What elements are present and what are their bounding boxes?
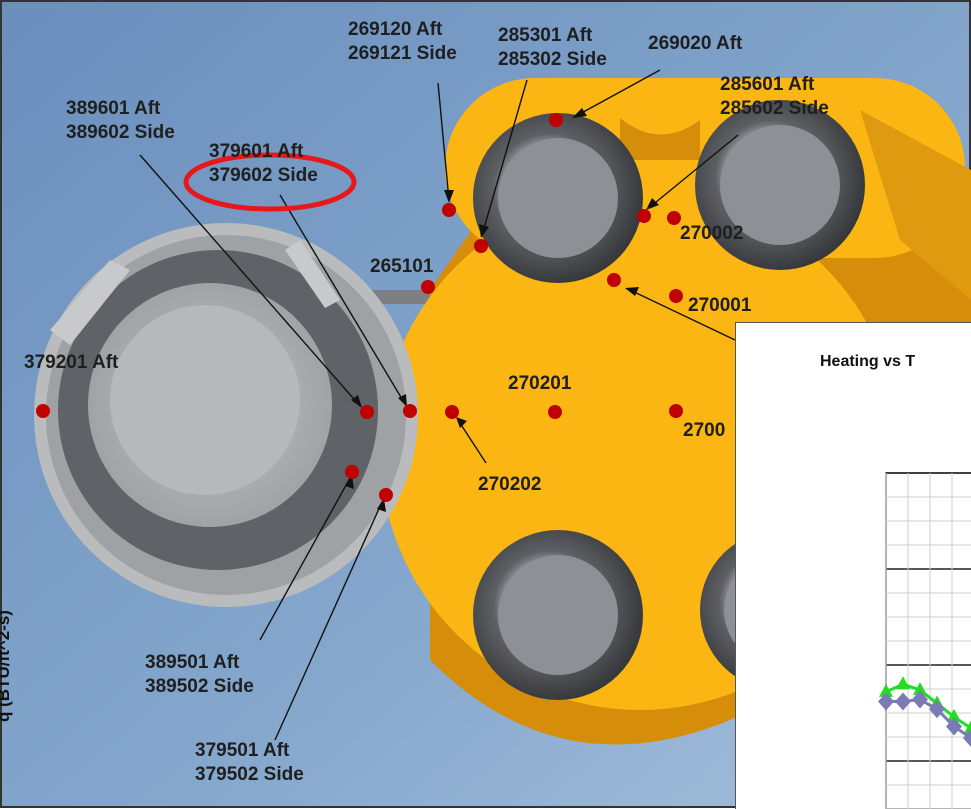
- sensor-points: [36, 113, 683, 502]
- data-point: [896, 676, 910, 690]
- sensor-point: [360, 405, 374, 419]
- sensor-point: [474, 239, 488, 253]
- label-270001: 270001: [688, 295, 752, 316]
- data-point: [912, 690, 928, 709]
- label-265101: 265101: [370, 256, 434, 277]
- data-point: [947, 708, 961, 722]
- sensor-point: [36, 404, 50, 418]
- sensor-point: [421, 280, 435, 294]
- sensor-point: [442, 203, 456, 217]
- data-point: [929, 700, 945, 719]
- data-point: [946, 717, 962, 736]
- sensor-point: [379, 488, 393, 502]
- label-270202: 270202: [478, 474, 542, 495]
- data-point: [913, 681, 927, 695]
- label-270201: 270201: [508, 373, 572, 394]
- label-379201: 379201 Aft: [24, 352, 119, 373]
- sensor-point: [445, 405, 459, 419]
- leader-lines: [139, 69, 739, 741]
- sensor-point: [345, 465, 359, 479]
- data-point: [879, 683, 893, 697]
- data-point: [964, 720, 971, 734]
- data-point: [895, 692, 911, 711]
- chart-y-axis-label: q (BTU/ft^2-s): [0, 610, 13, 722]
- highlight-ring: [183, 152, 357, 212]
- sensor-point: [637, 209, 651, 223]
- side-booster: [34, 223, 418, 607]
- label-269020: 269020 Aft: [648, 33, 743, 54]
- sensor-point: [669, 404, 683, 418]
- data-point: [878, 692, 894, 711]
- sensor-point: [403, 404, 417, 418]
- heating-chart-plot: [878, 472, 971, 809]
- sensor-point: [549, 113, 563, 127]
- sensor-point: [548, 405, 562, 419]
- heating-chart-inset: Heating vs T: [735, 322, 971, 809]
- label-270002: 270002: [680, 223, 744, 244]
- chart-title: Heating vs T: [820, 353, 916, 370]
- sensor-point: [667, 211, 681, 225]
- sensor-point: [669, 289, 683, 303]
- label-2700: 2700: [683, 420, 726, 441]
- sensor-point: [607, 273, 621, 287]
- data-point: [963, 728, 971, 747]
